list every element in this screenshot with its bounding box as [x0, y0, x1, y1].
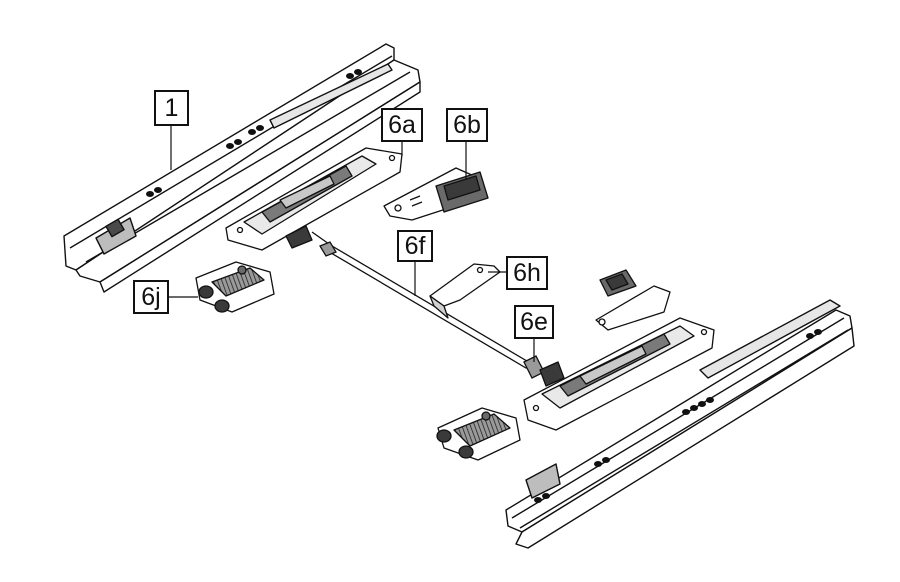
synchronisation-rod: [319, 241, 545, 379]
callout-1: 1: [154, 90, 189, 126]
drawer-runner-left: [63, 43, 421, 293]
bracket-6h: [429, 263, 501, 319]
callout-6h: 6h: [506, 256, 548, 290]
drawer-runner-right: [505, 299, 855, 549]
callout-6f: 6f: [397, 230, 433, 262]
locking-device-upper: [225, 147, 403, 257]
callout-6e: 6e: [514, 305, 554, 339]
leader-lines: [169, 126, 535, 362]
clip-upper: [383, 167, 489, 221]
callout-6j: 6j: [133, 280, 169, 314]
callout-6b: 6b: [446, 108, 488, 142]
side-stabiliser-left: [195, 261, 275, 313]
side-stabiliser-right: [436, 407, 521, 461]
locking-device-lower: [523, 317, 715, 431]
callout-6a: 6a: [381, 108, 423, 142]
clip-lower: [595, 269, 671, 331]
